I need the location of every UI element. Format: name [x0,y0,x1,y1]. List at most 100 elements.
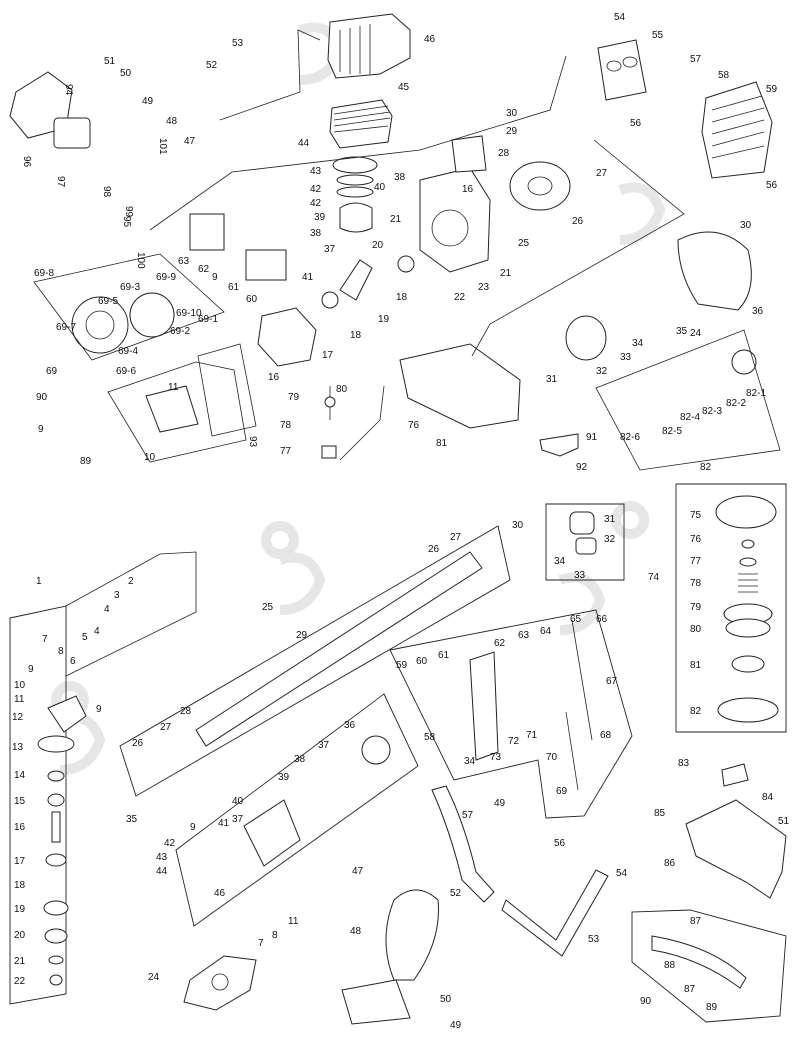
guard-extension [651,935,747,989]
part-label: 72 [508,736,520,747]
part-label: 9 [190,822,196,833]
part-label: 68 [600,730,612,741]
part-label: 54 [616,868,628,879]
gasket [332,156,378,174]
part-label: 36 [752,306,764,317]
part-label: 69-6 [116,366,136,377]
part-label: 73 [490,752,502,763]
part-label: 96 [21,156,32,168]
engine-labels: 51 50 53 52 46 54 55 57 58 59 94 49 48 4… [21,12,778,473]
part-label: 42 [164,838,176,849]
part-label: 69 [556,786,568,797]
part-label: 34 [554,556,566,567]
part-label: 48 [166,116,178,127]
part-label: 49 [142,96,154,107]
drive-shaft [195,551,483,747]
mount-plate [145,385,199,433]
part-label: 89 [80,456,92,467]
bracket [539,433,579,457]
part-label: 82-2 [726,398,746,409]
cylinder [329,99,393,149]
part-label: 18 [396,292,408,303]
part-label: 57 [462,810,474,821]
part-label: 100 [135,252,146,269]
part-label: 27 [450,532,462,543]
part-label: 69-4 [118,346,138,357]
part-label: 76 [690,534,702,545]
part-label: 39 [314,212,326,223]
part-label: 91 [586,432,598,443]
part-label: 62 [494,638,506,649]
part-label: 39 [278,772,290,783]
part-label: 32 [604,534,616,545]
part-label: 82-6 [620,432,640,443]
part-label: 82-5 [662,426,682,437]
part-label: 69-2 [170,326,190,337]
part-label: 18 [350,330,362,341]
clutch [565,315,607,361]
part-label: 7 [258,938,264,949]
trimmer-head-small [731,349,757,375]
clutch-drum [361,735,391,765]
part-label: 3 [114,590,120,601]
part-label: 88 [664,960,676,971]
part-label: 30 [740,220,752,231]
part-label: 34 [464,756,476,767]
part-label: 28 [180,706,192,717]
part-label: 77 [690,556,702,567]
part-label: 59 [396,660,408,671]
part-label: 56 [554,838,566,849]
part-label: 41 [218,818,230,829]
part-label: 43 [310,166,322,177]
part-label: 15 [14,796,26,807]
part-label: 93 [247,436,258,448]
part-label: 10 [14,680,26,691]
part-label: 41 [302,272,314,283]
part-label: 9 [96,704,102,715]
part-label: 19 [14,904,26,915]
part-label: 19 [378,314,390,325]
part-label: 49 [494,798,506,809]
part-label: 47 [352,866,364,877]
part-label: 79 [288,392,300,403]
harness [385,889,439,981]
cylinder-cover [327,13,411,79]
crankshaft [339,259,373,301]
part-label: 60 [246,294,258,305]
crankcase [419,167,491,273]
part-label: 38 [310,228,322,239]
part-label: 52 [206,60,218,71]
part-label: 26 [572,216,584,227]
muffler-plate [597,39,647,101]
part-label: 6 [70,656,76,667]
part-label: 58 [424,732,436,743]
part-label: 9 [28,664,34,675]
part-label: 14 [14,770,26,781]
part-label: 9 [212,272,218,283]
part-label: 56 [630,118,642,129]
part-label: 21 [14,956,26,967]
part-label: 76 [408,420,420,431]
part-label: 38 [394,172,406,183]
part-label: 32 [596,366,608,377]
part-label: 66 [596,614,608,625]
air-filter [53,117,91,149]
part-label: 70 [546,752,558,763]
part-label: 55 [652,30,664,41]
part-label: 69-10 [176,308,202,319]
muffler-guard [701,81,773,179]
part-label: 46 [424,34,436,45]
part-label: 50 [440,994,452,1005]
shaft-parts [9,483,787,1025]
part-label: 97 [55,176,66,188]
part-label: 69-5 [98,296,118,307]
part-label: 89 [706,1002,718,1013]
part-label: 16 [268,372,280,383]
part-label: 29 [296,630,308,641]
part-label: 31 [546,374,558,385]
part-label: 69-3 [120,282,140,293]
clutch-drum-housing [243,799,301,867]
part-label: 80 [690,624,702,635]
part-label: 51 [104,56,116,67]
part-label: 5 [82,632,88,643]
